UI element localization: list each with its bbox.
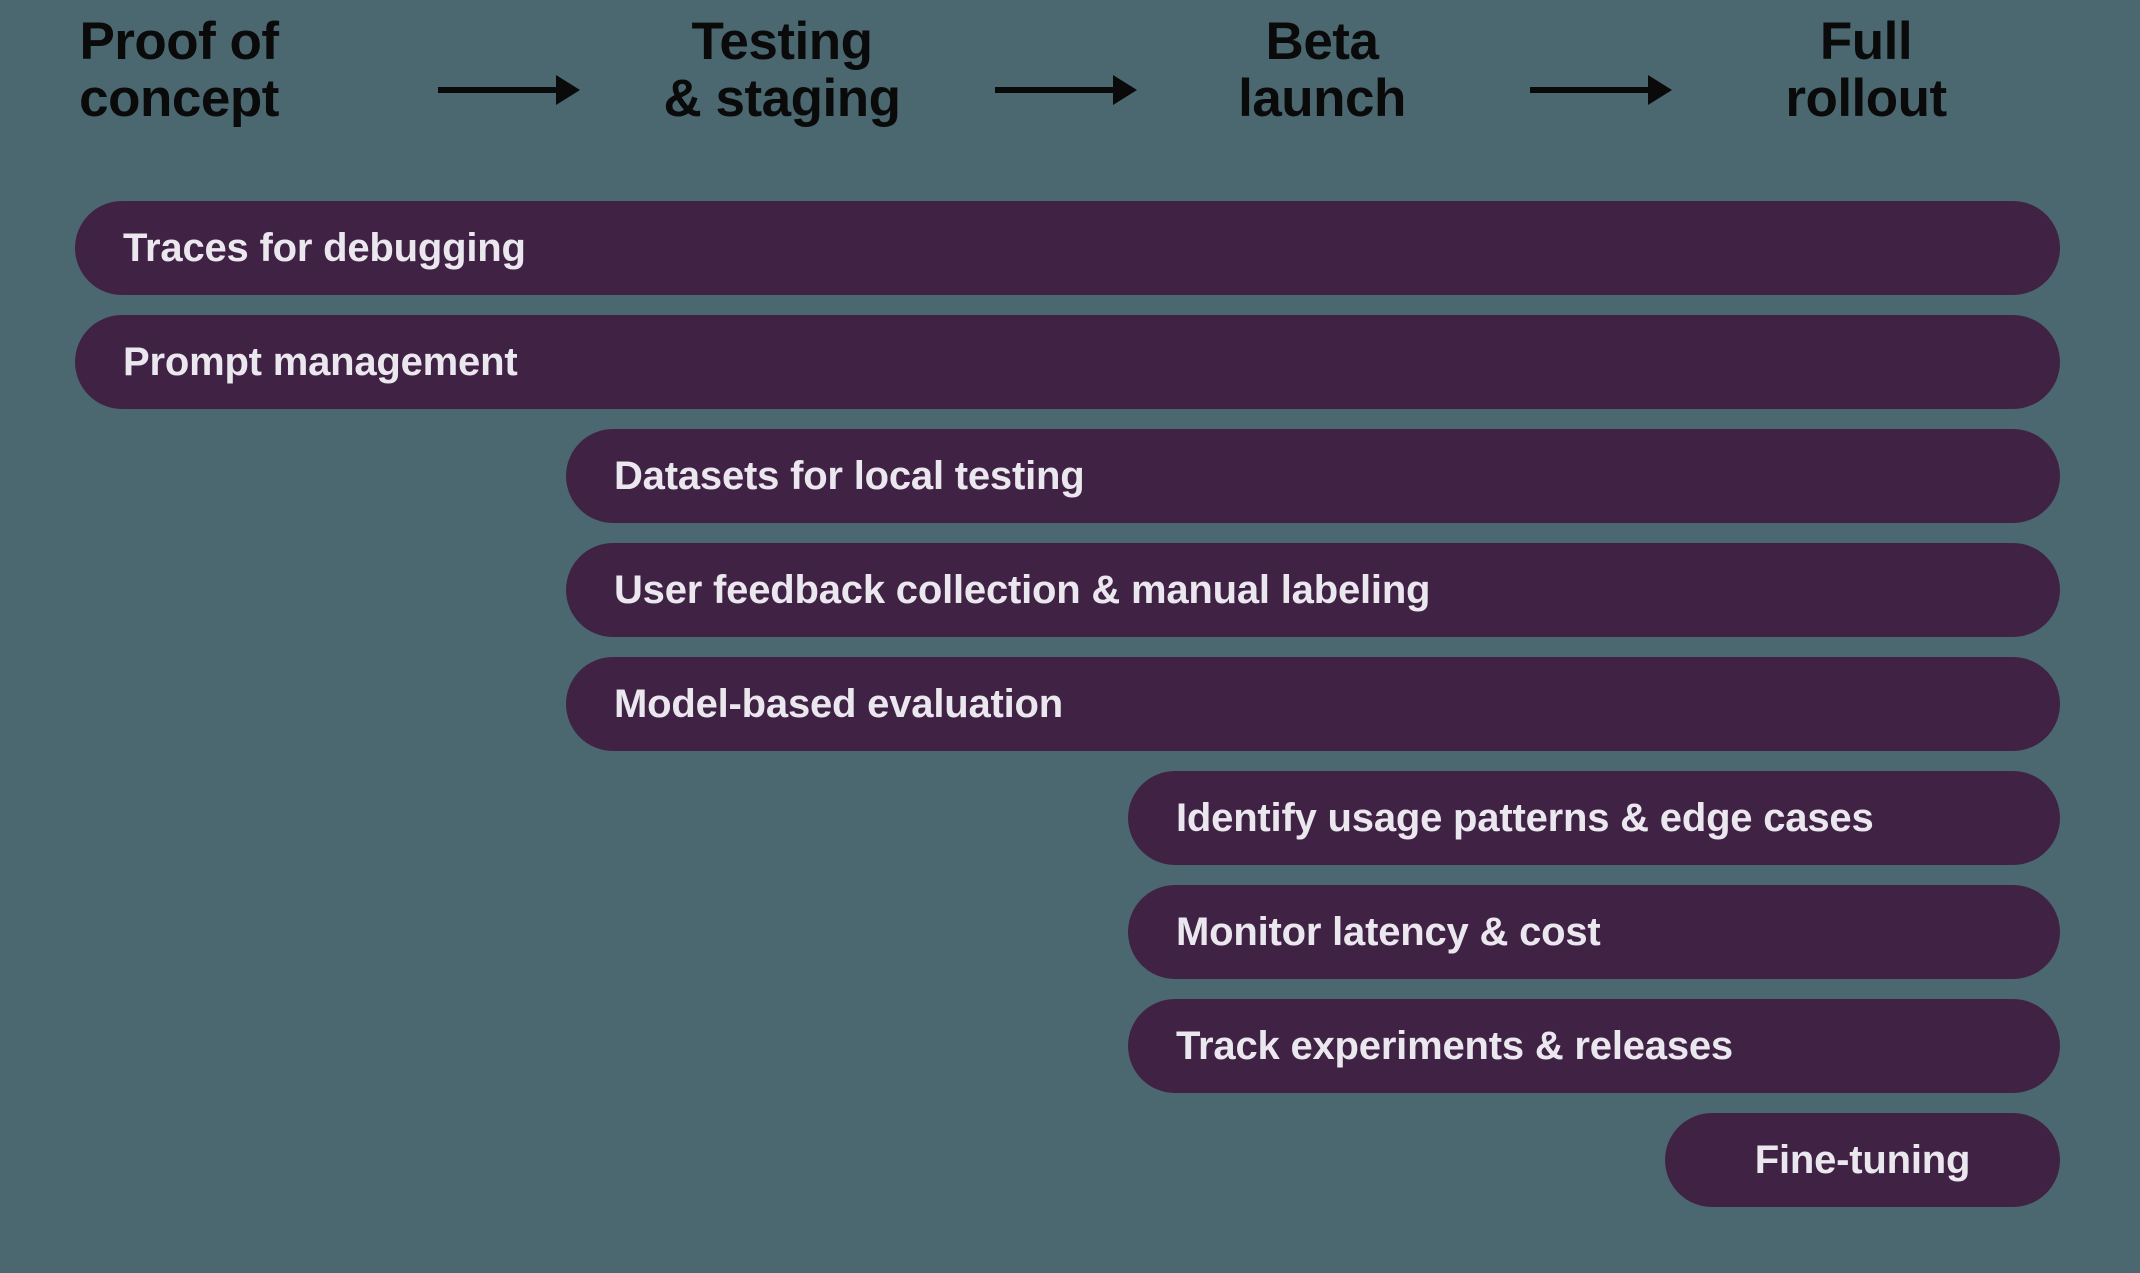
- arrow-head: [1113, 75, 1137, 105]
- phase-label-line1: Testing: [691, 12, 873, 71]
- capability-bar[interactable]: User feedback collection & manual labeli…: [566, 543, 2060, 637]
- arrow-shaft: [1530, 87, 1650, 93]
- arrow-shaft: [438, 87, 558, 93]
- capability-bar-label: Model-based evaluation: [614, 681, 1064, 726]
- capability-bar[interactable]: Identify usage patterns & edge cases: [1128, 771, 2060, 865]
- capability-bar-label: Traces for debugging: [123, 225, 526, 270]
- capability-bar[interactable]: Model-based evaluation: [566, 657, 2060, 751]
- phase-label-2: Testing& staging: [582, 12, 982, 128]
- phase-label-line2: rollout: [1785, 68, 1947, 128]
- capability-bar[interactable]: Monitor latency & cost: [1128, 885, 2060, 979]
- capability-bar[interactable]: Track experiments & releases: [1128, 999, 2060, 1093]
- arrow-right-icon: [1530, 75, 1672, 105]
- phase-label-line1: Beta: [1265, 12, 1379, 71]
- phase-label-line2: & staging: [663, 68, 901, 128]
- arrow-right-icon: [438, 75, 580, 105]
- phase-label-line1: Full: [1819, 12, 1913, 71]
- arrow-head: [556, 75, 580, 105]
- arrow-right-icon: [995, 75, 1137, 105]
- phase-label-line2: concept: [79, 68, 279, 128]
- arrow-head: [1648, 75, 1672, 105]
- capability-bar[interactable]: Datasets for local testing: [566, 429, 2060, 523]
- capability-bar-label: User feedback collection & manual labeli…: [614, 567, 1431, 612]
- capability-bar-label: Identify usage patterns & edge cases: [1176, 795, 1874, 840]
- capability-bar-label: Monitor latency & cost: [1176, 909, 1601, 954]
- capability-bar-label: Fine-tuning: [1754, 1137, 1971, 1182]
- capability-bar-label: Track experiments & releases: [1176, 1023, 1733, 1068]
- capability-bar[interactable]: Fine-tuning: [1665, 1113, 2060, 1207]
- capability-bar-label: Datasets for local testing: [614, 453, 1085, 498]
- phase-label-line2: launch: [1238, 68, 1406, 128]
- capability-bar[interactable]: Traces for debugging: [75, 201, 2060, 295]
- phase-label-line1: Proof of: [79, 12, 279, 71]
- capability-bar[interactable]: Prompt management: [75, 315, 2060, 409]
- capability-bar-label: Prompt management: [123, 339, 518, 384]
- arrow-shaft: [995, 87, 1115, 93]
